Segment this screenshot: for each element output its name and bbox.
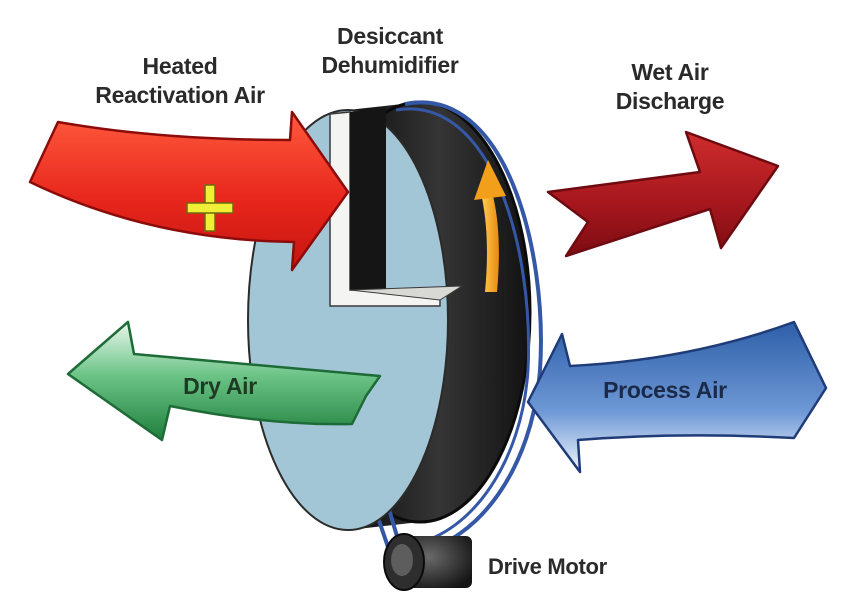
drive-belt-inner	[395, 107, 531, 546]
heated-reactivation-air-label: Heated Reactivation Air	[70, 52, 290, 110]
wet-label-line2: Discharge	[615, 87, 725, 114]
heated-label-line1: Heated	[142, 53, 218, 79]
rotation-arrow-icon	[474, 160, 506, 292]
wet-air-discharge-label: Wet Air Discharge	[590, 58, 750, 116]
process-air-label: Process Air	[590, 376, 740, 405]
desiccant-label-line1: Desiccant	[337, 23, 443, 49]
dry-air-text: Dry Air	[183, 373, 257, 399]
drive-motor	[383, 533, 472, 591]
drive-motor-text: Drive Motor	[488, 554, 607, 579]
dry-air-arrow	[66, 320, 382, 442]
wet-air-discharge-arrow	[546, 130, 780, 258]
dry-air-label: Dry Air	[150, 372, 290, 401]
heated-reactivation-air-arrow	[28, 110, 350, 272]
wheel-cutout-shadow	[350, 108, 386, 290]
drive-motor-label: Drive Motor	[488, 553, 628, 581]
desiccant-label-line2: Dehumidifier	[321, 51, 459, 78]
heated-label-line2: Reactivation Air	[95, 81, 265, 108]
wet-label-line1: Wet Air	[631, 59, 709, 85]
plus-icon	[186, 184, 234, 232]
process-air-text: Process Air	[603, 377, 727, 403]
process-air-arrow	[526, 320, 828, 474]
wheel-cutout-floor	[349, 285, 464, 301]
drive-belt	[404, 100, 543, 554]
desiccant-dehumidifier-label: Desiccant Dehumidifier	[290, 22, 490, 80]
